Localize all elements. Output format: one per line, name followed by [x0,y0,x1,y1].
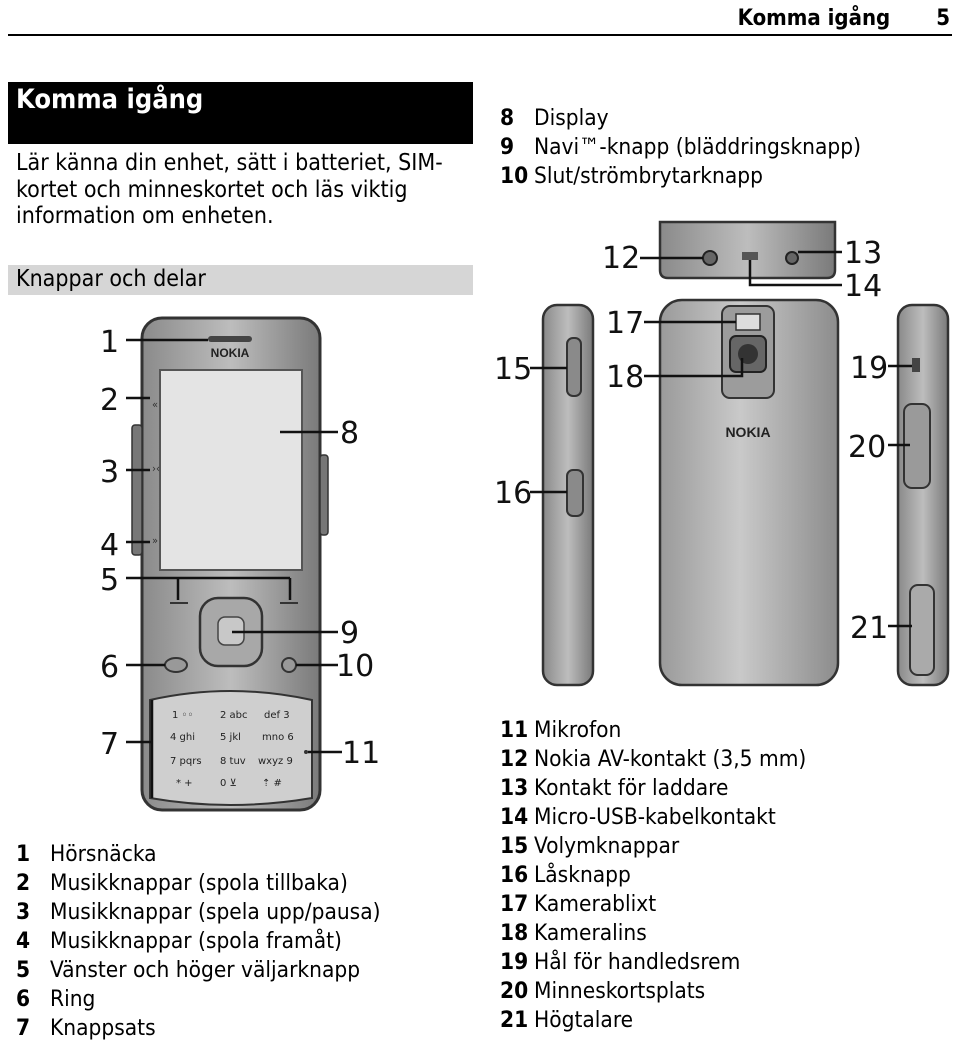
loudspeaker [909,584,935,676]
callout-12: 12 [602,241,640,276]
front-phone: NOKIA « ›‹ » 1 ◦◦ 2 abc def 3 4 ghi 5 jk… [131,316,329,812]
strap-hole [912,358,920,372]
callout-6: 6 [100,650,119,685]
back-brand: NOKIA [725,424,770,440]
callout-14: 14 [844,269,882,304]
callout-numbers: 1 2 3 4 5 6 7 8 9 10 11 12 13 14 15 16 1… [100,236,888,771]
top-view-body [658,220,837,280]
keypad-key: 2 abc [220,710,248,721]
callout-15: 15 [494,352,532,387]
right-side-phone [896,303,950,687]
camera-flash [735,313,761,331]
front-brand: NOKIA [211,346,250,360]
usb-port [742,252,758,260]
callout-21: 21 [850,611,888,646]
play-pause-icon: ›‹ [152,462,160,475]
intro-paragraph: Lär känna din enhet, sätt i batteriet, S… [16,150,443,230]
callout-16: 16 [494,476,532,511]
keypad-area [149,690,313,806]
call-key [164,657,188,673]
keypad-key: 7 pqrs [170,756,202,767]
av-connector [702,250,718,266]
keypad-key: * + [176,778,193,789]
keypad-key: 4 ghi [170,732,195,743]
keypad-key: 8 tuv [220,756,246,767]
leader-lines [126,250,912,798]
right-side-key [319,454,329,536]
callout-11: 11 [342,736,380,771]
keypad-key: 1 ◦◦ [172,710,193,721]
callout-1: 1 [100,325,119,360]
music-keys-side [131,424,143,556]
end-power-key [281,657,297,673]
top-view-phone [658,220,837,280]
callout-19: 19 [850,351,888,386]
microphone-hole [304,750,308,754]
subsection-bar [8,265,473,295]
volume-keys [566,337,582,397]
callout-8: 8 [340,416,359,451]
section-title: Komma igång [16,84,204,115]
keypad-key: def 3 [264,710,290,721]
running-head: Komma igång 5 [738,6,950,31]
back-body [658,298,840,687]
header-rule [8,34,952,36]
earpiece [208,336,252,342]
callout-17: 17 [606,306,644,341]
keypad-key: 5 jkl [220,732,241,743]
callout-18: 18 [606,360,644,395]
running-head-title: Komma igång [737,6,891,31]
keypad-key: ⇡ # [262,778,282,789]
charger-connector [785,251,799,265]
forward-icon: » [152,534,158,547]
page-number: 5 [936,6,950,31]
callout-7: 7 [100,727,119,762]
callout-9: 9 [340,616,359,651]
left-side-phone [541,303,595,687]
callout-2: 2 [100,383,119,418]
callout-10: 10 [336,649,374,684]
keypad-key: 0 ⊻ [220,778,237,789]
lock-key [566,469,584,517]
callout-3: 3 [100,455,119,490]
back-phone: NOKIA [658,298,840,687]
keypad-key: mno 6 [262,732,294,743]
subsection-title: Knappar och delar [16,266,206,292]
callout-4: 4 [100,528,119,563]
callout-13: 13 [844,236,882,271]
callout-5: 5 [100,563,119,598]
section-title-bar [8,82,473,144]
rewind-icon: « [152,398,158,411]
callout-20: 20 [848,430,886,465]
display-screen [159,369,303,571]
keypad: 1 ◦◦ 2 abc def 3 4 ghi 5 jkl mno 6 7 pqr… [170,710,294,789]
keypad-key: wxyz 9 [258,756,293,767]
